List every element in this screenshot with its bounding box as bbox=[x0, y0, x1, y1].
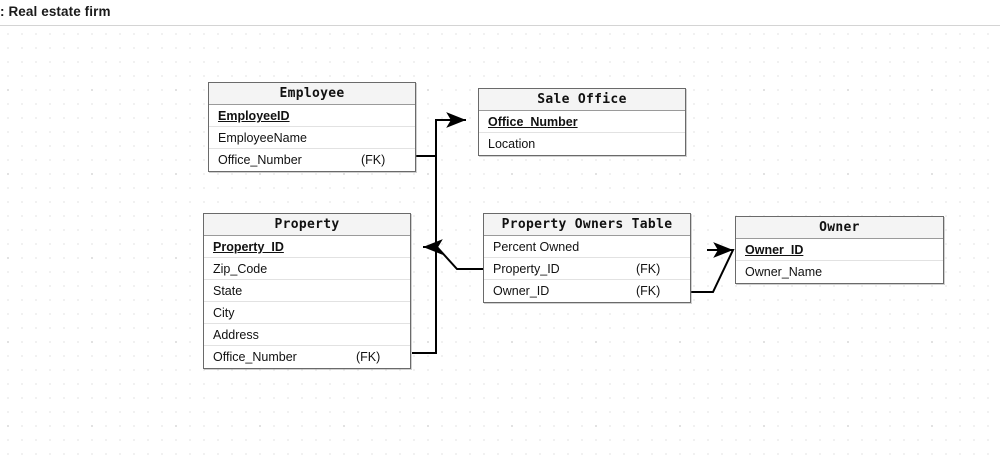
attribute-row[interactable]: Property_ID bbox=[204, 236, 410, 258]
entity-title-property: Property bbox=[204, 214, 410, 236]
attribute-row[interactable]: EmployeeName bbox=[209, 127, 415, 149]
entity-title-property-owners-table: Property Owners Table bbox=[484, 214, 690, 236]
attribute-row[interactable]: Owner_ID (FK) bbox=[484, 280, 690, 302]
attribute-label: City bbox=[213, 306, 235, 320]
attribute-label: Zip_Code bbox=[213, 262, 268, 276]
attribute-row[interactable]: Office_Number (FK) bbox=[209, 149, 415, 171]
connector-employee-saleoffice bbox=[416, 112, 466, 157]
foreign-key-label: (FK) bbox=[356, 350, 381, 364]
title-divider bbox=[0, 25, 1000, 26]
attribute-label: State bbox=[213, 284, 243, 298]
attribute-label: Location bbox=[488, 137, 536, 151]
attribute-row[interactable]: Owner_ID bbox=[736, 239, 943, 261]
connector-property-saleoffice bbox=[412, 156, 437, 354]
primary-key-label: Owner_ID bbox=[745, 243, 804, 257]
attribute-label: Percent Owned bbox=[493, 240, 580, 254]
primary-key-label: Office_Number bbox=[488, 115, 578, 129]
attribute-label: Office_Number bbox=[213, 350, 297, 364]
attribute-row[interactable]: State bbox=[204, 280, 410, 302]
diagram-title-bar: : Real estate firm bbox=[0, 0, 1000, 26]
entity-title-owner: Owner bbox=[736, 217, 943, 239]
attribute-row[interactable]: Address bbox=[204, 324, 410, 346]
attribute-row[interactable]: Property_ID (FK) bbox=[484, 258, 690, 280]
foreign-key-label: (FK) bbox=[361, 153, 386, 167]
attribute-row[interactable]: Location bbox=[479, 133, 685, 155]
foreign-key-label: (FK) bbox=[636, 262, 661, 276]
attribute-row[interactable]: Office_Number (FK) bbox=[204, 346, 410, 368]
connector-powners-property bbox=[423, 239, 483, 270]
attribute-label: Property_ID bbox=[493, 262, 560, 276]
attribute-label: Owner_ID bbox=[493, 284, 550, 298]
attribute-row[interactable]: EmployeeID bbox=[209, 105, 415, 127]
entity-title-sale-office: Sale Office bbox=[479, 89, 685, 111]
attribute-label: Owner_Name bbox=[745, 265, 823, 279]
attribute-row[interactable]: Office_Number bbox=[479, 111, 685, 133]
attribute-row[interactable]: Owner_Name bbox=[736, 261, 943, 283]
foreign-key-label: (FK) bbox=[636, 284, 661, 298]
attribute-row[interactable]: Percent Owned bbox=[484, 236, 690, 258]
connector-powners-owner bbox=[691, 249, 735, 293]
entity-title-employee: Employee bbox=[209, 83, 415, 105]
primary-key-label: Property_ID bbox=[213, 240, 284, 254]
attribute-label: Address bbox=[213, 328, 259, 342]
attribute-label: EmployeeName bbox=[218, 131, 307, 145]
attribute-label: Office_Number bbox=[218, 153, 302, 167]
attribute-row[interactable]: Zip_Code bbox=[204, 258, 410, 280]
attribute-row[interactable]: City bbox=[204, 302, 410, 324]
primary-key-label: EmployeeID bbox=[218, 109, 290, 123]
page-title: : Real estate firm bbox=[0, 4, 111, 19]
